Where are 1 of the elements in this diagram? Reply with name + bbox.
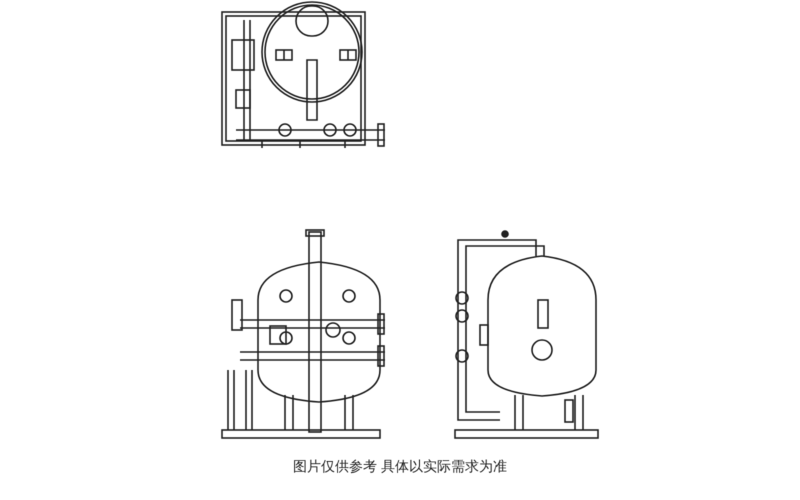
caption: 图片仅供参考 具体以实际需求为准 <box>292 458 508 476</box>
